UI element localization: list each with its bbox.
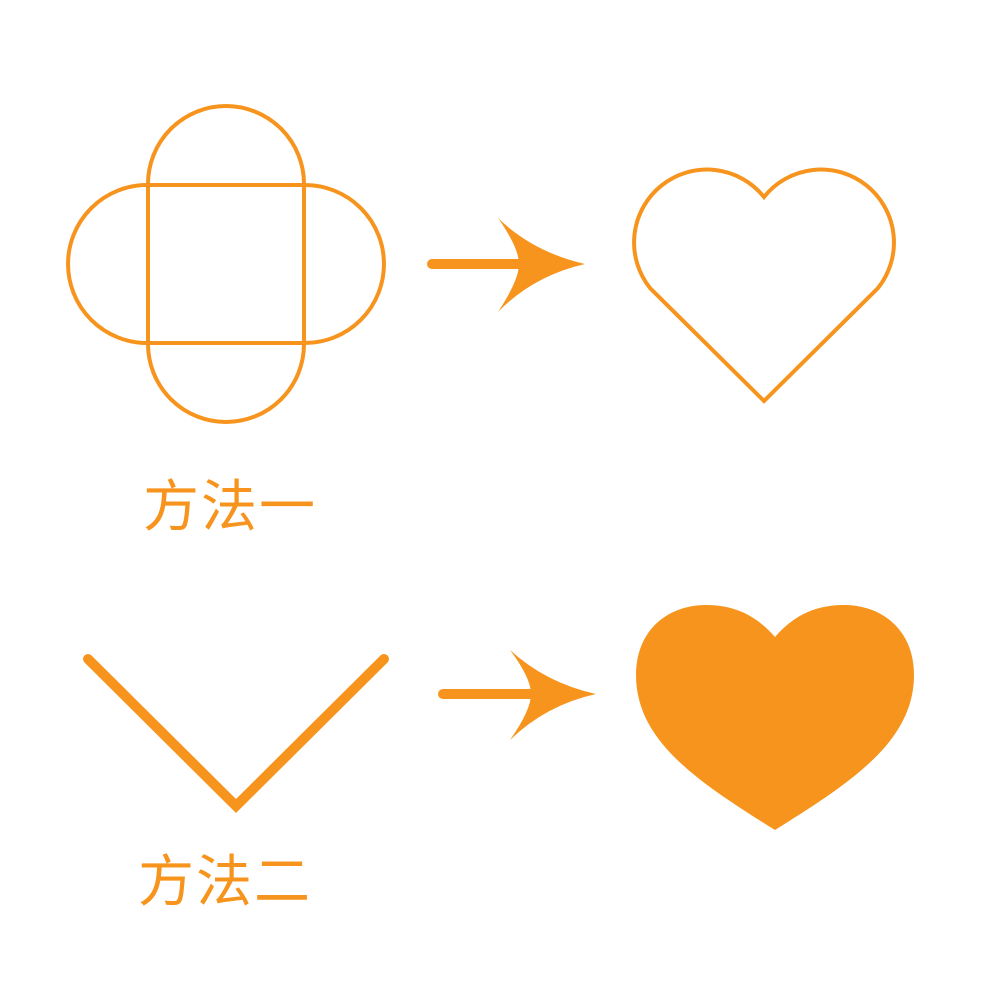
center-square xyxy=(146,183,306,345)
method-1-arrow-icon xyxy=(427,218,585,312)
method-2-arrow-icon xyxy=(438,650,596,740)
right-lobe xyxy=(304,183,386,345)
v-shape-lines xyxy=(83,654,389,814)
method-1-source-shape xyxy=(66,104,386,424)
top-lobe xyxy=(146,104,306,185)
method-2-label: 方法二 xyxy=(138,850,312,915)
heart-outline-icon xyxy=(632,167,896,404)
method-1-label: 方法一 xyxy=(143,475,317,540)
left-lobe xyxy=(66,183,148,345)
heart-filled-icon xyxy=(636,605,914,830)
bottom-lobe xyxy=(146,343,306,424)
